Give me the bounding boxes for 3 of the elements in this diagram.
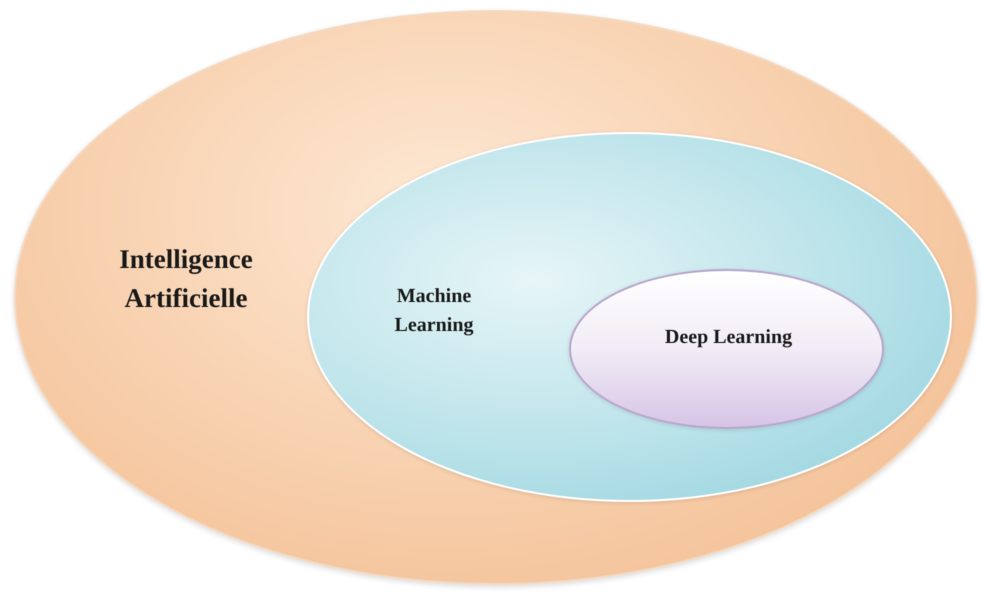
set-label: Deep Learning <box>664 325 794 350</box>
set-label: Intelligence Artificielle <box>118 243 254 316</box>
set-label: Machine Learning <box>394 284 474 338</box>
